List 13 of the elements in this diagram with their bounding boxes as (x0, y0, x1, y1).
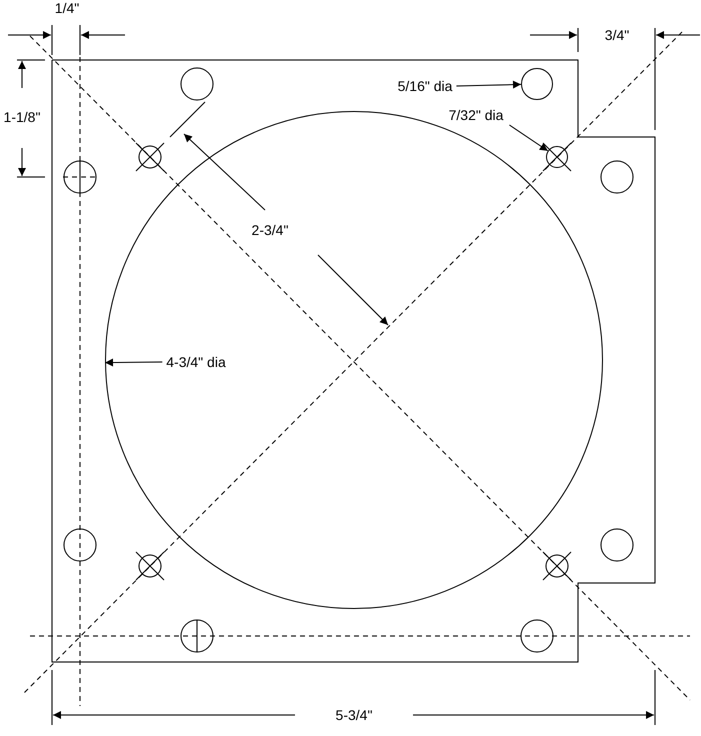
hole-size-label: 5/16" dia (398, 78, 452, 94)
dimension-label: 2-3/4" (252, 222, 288, 238)
dimension-label: 1/4" (54, 0, 80, 16)
mounting-hole (521, 68, 553, 100)
dimension-label: 1-1/8" (4, 109, 40, 125)
dimension-label: 5-3/4" (336, 707, 372, 723)
leader-line (104, 358, 163, 367)
leader-line (508, 124, 548, 152)
leader-line (456, 80, 522, 89)
hole-size-label: 7/32" dia (448, 107, 504, 123)
dimension-label: 3/4" (604, 27, 630, 43)
cutout-size-label: 4-3/4" dia (166, 354, 226, 370)
fan-cutout (105, 111, 603, 609)
